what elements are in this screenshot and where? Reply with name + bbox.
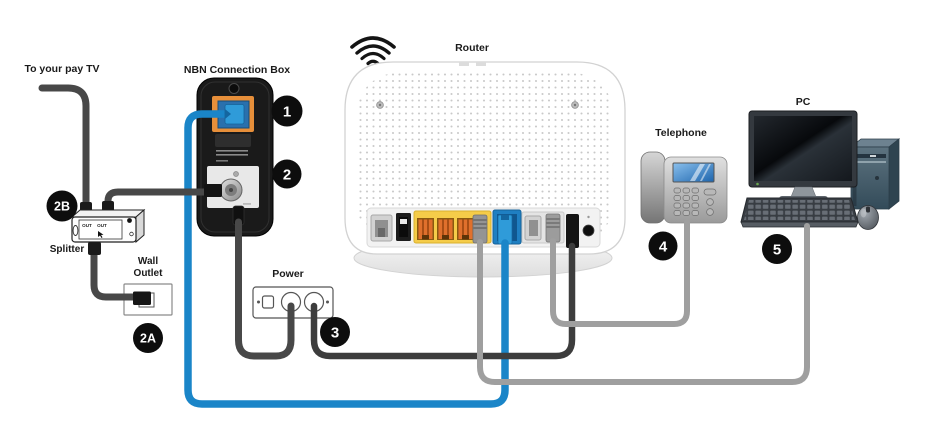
pc-tower xyxy=(849,138,901,210)
step-badge-2a: 2A xyxy=(133,323,163,353)
pc-monitor xyxy=(748,110,858,203)
router-usb-port xyxy=(396,213,411,241)
router-lan-block xyxy=(413,210,492,244)
splitter-plug-bottom xyxy=(88,242,101,255)
lan-connector-orange xyxy=(417,218,434,240)
svg-text:5: 5 xyxy=(773,241,781,258)
svg-text:1: 1 xyxy=(283,103,291,120)
pc-label: PC xyxy=(796,96,811,108)
cable-nbn-power xyxy=(235,218,295,360)
router-power-plug xyxy=(566,214,579,248)
cursor-glyph xyxy=(98,231,104,238)
router xyxy=(344,61,626,278)
pc xyxy=(740,110,901,230)
splitter-label: Splitter xyxy=(50,244,85,255)
router-power-button xyxy=(582,224,595,237)
step-badge-2b: 2B xyxy=(46,190,78,222)
cable-blue-wan xyxy=(184,110,509,408)
telephone-side-buttons xyxy=(703,188,717,216)
step-badge-3: 3 xyxy=(320,317,350,347)
phone-plug-grey xyxy=(545,213,561,243)
step-badge-2: 2 xyxy=(272,159,302,189)
svg-text:3: 3 xyxy=(331,324,339,341)
router-phone-port xyxy=(370,214,393,242)
lan-connector-orange xyxy=(457,218,474,240)
pc-keyboard xyxy=(740,197,859,228)
splitter: OUT OUT xyxy=(70,201,146,255)
telephone-handset xyxy=(640,151,666,224)
svg-text:2A: 2A xyxy=(140,332,156,346)
splitter-out2-label: OUT xyxy=(97,223,107,228)
telephone-keypad xyxy=(673,187,699,216)
router-label: Router xyxy=(455,42,489,54)
cable-router-telephone xyxy=(550,219,690,327)
svg-text:2B: 2B xyxy=(54,200,70,214)
cable-router-pc xyxy=(477,223,810,385)
cable-blue-plug xyxy=(224,104,245,125)
telephone-label: Telephone xyxy=(655,127,707,139)
wall-outlet-label-line2: Outlet xyxy=(134,268,164,279)
wifi-icon xyxy=(350,36,396,66)
power-switch xyxy=(261,295,275,309)
nbn-connection-box xyxy=(196,77,274,237)
pc-monitor-screen xyxy=(754,116,852,181)
lan-plug-grey xyxy=(472,214,488,244)
step-badge-5: 5 xyxy=(762,234,792,264)
router-phone-ports-right xyxy=(521,211,565,244)
cable-splitter-to-nbn xyxy=(104,188,212,210)
svg-text:4: 4 xyxy=(659,238,668,255)
cable-splitter-to-wall-outlet xyxy=(90,248,142,301)
telephone xyxy=(640,151,728,224)
splitter-out1-label: OUT xyxy=(82,223,92,228)
nbn-box-label: NBN Connection Box xyxy=(184,64,290,76)
cable-wall-plug xyxy=(133,291,151,305)
cable-pay-tv xyxy=(38,84,90,210)
pay-tv-label: To your pay TV xyxy=(24,63,99,75)
router-wan-port xyxy=(492,209,522,245)
svg-text:2: 2 xyxy=(283,166,291,183)
cable-router-power xyxy=(310,242,576,360)
nbn-screw xyxy=(228,83,240,94)
cable-coax-plug xyxy=(204,184,222,197)
pc-mouse xyxy=(857,205,879,230)
wall-outlet-label-line1: Wall xyxy=(138,256,158,267)
step-badge-4: 4 xyxy=(648,231,678,261)
power-label: Power xyxy=(272,268,304,280)
router-screw xyxy=(376,101,579,109)
lan-connector-orange xyxy=(437,218,454,240)
step-badge-1: 1 xyxy=(271,95,303,127)
